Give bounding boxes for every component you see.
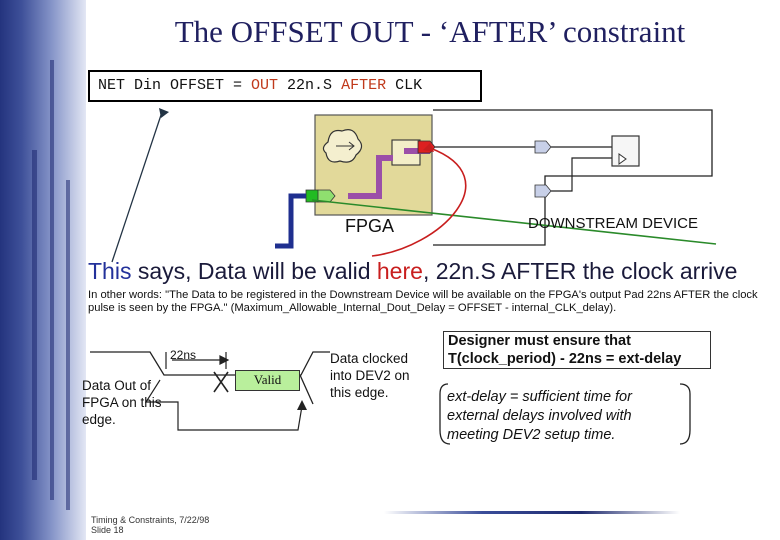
- decor-stripe: [50, 60, 54, 500]
- code-keyword-after: AFTER: [341, 77, 387, 94]
- downstream-clock-pad: [534, 184, 552, 198]
- downstream-input-pad: [534, 140, 552, 154]
- left-bracket: [439, 383, 451, 445]
- data-out-label: Data Out of FPGA on this edge.: [82, 378, 162, 427]
- clock-buffer-icon: [322, 129, 363, 163]
- code-keyword-out: OUT: [251, 77, 279, 94]
- data-clocked-label: Data clocked into DEV2 on this edge.: [330, 351, 410, 400]
- ext-delay-note: ext-delay = sufficient time for external…: [447, 389, 632, 443]
- slide-title: The OFFSET OUT - ‘AFTER’ constraint: [174, 14, 686, 49]
- code-prefix: NET Din OFFSET =: [98, 77, 252, 94]
- footer-date: Timing & Constraints, 7/22/98: [91, 515, 210, 525]
- footer-slide-number: Slide 18: [91, 525, 124, 535]
- valid-window: Valid: [235, 370, 300, 391]
- explanation-text: In other words: "The Data to be register…: [88, 289, 758, 314]
- downstream-device-outline: [433, 109, 713, 246]
- valid-boundary-x: [213, 371, 229, 393]
- code-middle: 22n.S: [278, 77, 342, 94]
- pointer-line-this: [111, 111, 163, 263]
- downstream-device-label: DOWNSTREAM DEVICE: [528, 215, 699, 232]
- pointer-arrowhead: [159, 108, 169, 118]
- clock-input-wire: [275, 193, 306, 249]
- timing-bottom-arrow: [144, 379, 303, 431]
- designer-note: Designer must ensure that T(clock_period…: [443, 331, 711, 369]
- decor-stripe: [66, 180, 70, 510]
- dff-icon: [611, 135, 640, 167]
- ds-clock-wire: [551, 157, 612, 192]
- pointer-arc-here: [371, 147, 467, 257]
- pointer-arc-arrowhead: [423, 143, 434, 152]
- constraint-code-box: NET Din OFFSET = OUT 22n.S AFTER CLK: [88, 70, 482, 102]
- internal-clock-path: [348, 155, 393, 199]
- fpga-label: FPGA: [345, 216, 395, 236]
- statement-this: This: [88, 258, 132, 284]
- slide-footer: Timing & Constraints, 7/22/98 Slide 18: [91, 515, 209, 535]
- left-decor-band: [0, 0, 86, 540]
- timing-bottom-arrowhead: [297, 400, 307, 410]
- code-suffix: CLK: [386, 77, 423, 94]
- statement-part1: says, Data will be valid: [131, 258, 377, 284]
- statement-part2: , 22n.S AFTER the clock arrive: [422, 258, 738, 284]
- delay-label: 22ns: [170, 348, 197, 362]
- pointer-line-green: [311, 199, 717, 245]
- ns-dimension-arrow: [165, 352, 230, 369]
- decor-stripe: [32, 150, 37, 480]
- statement-here: here: [376, 258, 423, 284]
- footer-rule: [384, 511, 680, 514]
- statement-line: This says, Data will be valid here, 22n.…: [88, 258, 737, 285]
- right-bracket: [679, 383, 691, 445]
- timing-waveform: [90, 351, 330, 405]
